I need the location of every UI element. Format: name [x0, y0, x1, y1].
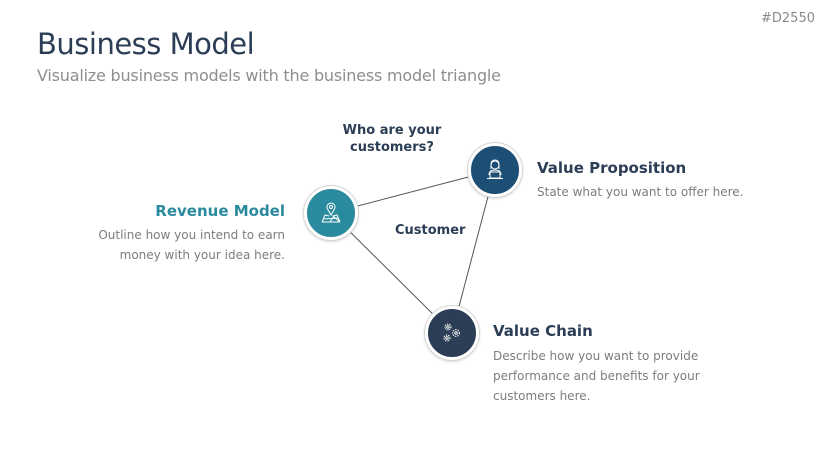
center-label: Customer — [395, 223, 466, 238]
gears-icon — [443, 323, 460, 342]
map-pin-icon — [321, 202, 341, 223]
edge-revenue-to-proposition — [330, 169, 496, 214]
revenue-model-title: Revenue Model — [155, 202, 285, 220]
value-proposition-title: Value Proposition — [537, 159, 687, 177]
revenue-model-description: Outline how you intend to earn money wit… — [98, 228, 285, 262]
value-proposition-description: State what you want to offer here. — [537, 185, 744, 199]
page-subtitle: Visualize business models with the busin… — [37, 66, 501, 85]
value-proposition-node — [468, 143, 522, 197]
slide-code: #D2550 — [761, 11, 815, 26]
person-at-laptop-icon — [487, 159, 503, 179]
edge-proposition-to-chain — [451, 169, 496, 334]
question-label: Who are your customers? — [342, 123, 442, 155]
revenue-model-node — [304, 186, 358, 240]
value-chain-description: Describe how you want to provide perform… — [493, 349, 700, 403]
value-chain-node — [425, 306, 479, 360]
value-chain-title: Value Chain — [493, 322, 593, 340]
page-title: Business Model — [37, 27, 255, 61]
